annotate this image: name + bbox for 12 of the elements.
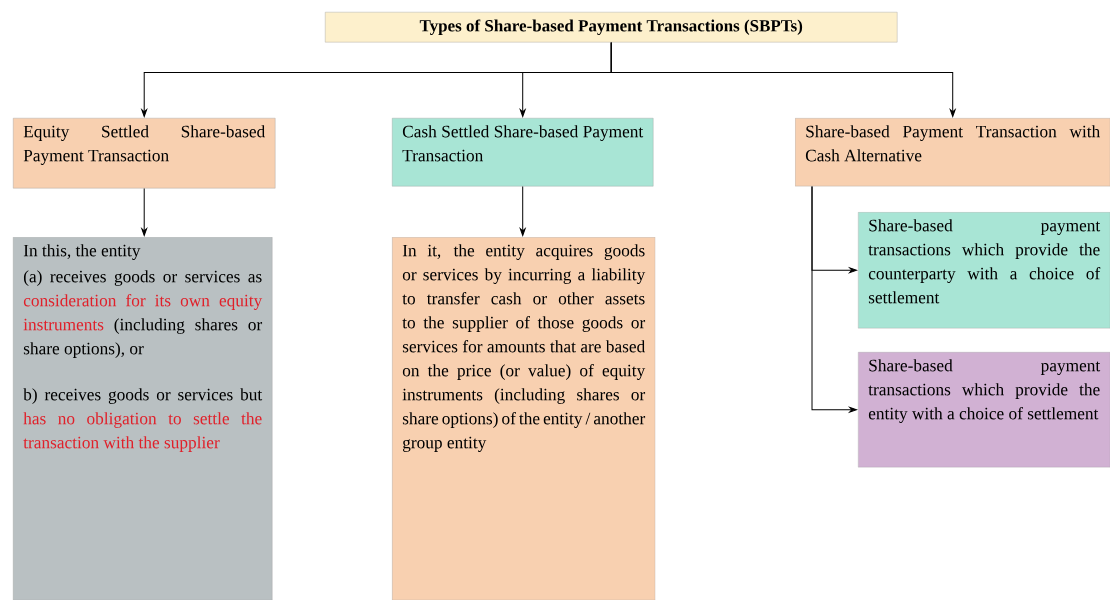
arrow	[141, 187, 148, 236]
arrow	[610, 41, 956, 117]
category-box: Share-based Payment Transaction with Cash Alternative	[795, 118, 1110, 187]
category-box: Equity Settled Share-based Payment Transaction	[13, 118, 276, 189]
category-box: Cash Settled Share-based Payment Transaction	[392, 118, 654, 187]
title-box: Types of Share-based Payment Transactions (SBPTs)	[325, 12, 898, 43]
description-box: Share-based payment transactions which provide the counterparty with a choice of settlement	[858, 212, 1110, 329]
arrow	[811, 185, 857, 413]
description-box: In this, the entity (a) receives goods or services as consideration for its own equity instruments (including shares or share options), or b) receives goods or services but has no obligation to settle the transaction with the supplier	[13, 237, 273, 600]
description-box: Share-based payment transactions which provide the entity with a choice of settlement	[858, 352, 1110, 468]
description-box: In it, the entity acquires goods or services by incurring a liability to transfer cash or other assets to the supplier of those goods or services for amounts that are based on the price (or value) of equity instruments (including shares or share options) of the entity / another group entity	[392, 237, 656, 600]
arrow	[519, 185, 526, 236]
